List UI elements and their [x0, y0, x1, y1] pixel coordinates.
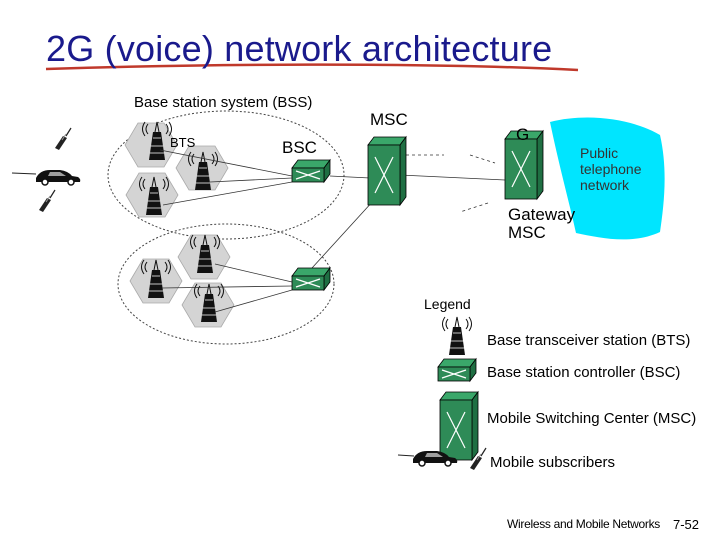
- mobile-phone-icon: [38, 189, 56, 213]
- bss-boundary-lower: [117, 223, 335, 345]
- cell-cluster-lower: [129, 234, 235, 328]
- footer-text: Wireless and Mobile Networks: [507, 517, 660, 531]
- page-number: 7-52: [673, 517, 700, 532]
- msc-label: MSC: [370, 110, 408, 129]
- bss-boundary-upper: [107, 110, 345, 240]
- bts-label: BTS: [170, 135, 196, 150]
- legend-item-bts: Base transceiver station (BTS): [487, 332, 691, 349]
- bts-tower-icon: [442, 316, 472, 356]
- msc-box: [367, 136, 407, 206]
- mobile-phone-icon: [54, 127, 72, 151]
- gateway-g-label: G: [516, 125, 530, 144]
- legend-title: Legend: [424, 296, 471, 312]
- public-network-label: Public telephone network: [580, 145, 642, 193]
- bsc-box-upper: [291, 159, 331, 183]
- car-phone-icon: [35, 169, 81, 186]
- legend-item-mobile: Mobile subscribers: [490, 454, 616, 471]
- page-title: 2G (voice) network architecture: [46, 28, 553, 69]
- bsc-label: BSC: [282, 138, 317, 157]
- msc-box-icon: [439, 391, 479, 461]
- gateway-label-line1: Gateway: [508, 205, 576, 224]
- legend-item-msc: Mobile Switching Center (MSC): [487, 410, 697, 427]
- bss-label: Base station system (BSS): [134, 94, 313, 111]
- bsc-box-icon: [437, 358, 477, 382]
- gateway-msc-label: Gateway MSC: [508, 206, 575, 242]
- bsc-box-lower: [291, 267, 331, 291]
- car-legend-motion-line: [397, 454, 415, 457]
- public-network-line2: telephone: [580, 161, 642, 177]
- legend-item-bsc: Base station controller (BSC): [487, 364, 681, 381]
- title-underline: [45, 63, 579, 72]
- gateway-label-line2: MSC: [508, 223, 546, 242]
- public-network-cloud: [550, 117, 665, 240]
- connection-lines: [159, 149, 506, 313]
- public-network-line3: network: [580, 177, 630, 193]
- car-motion-line: [11, 172, 37, 175]
- public-network-line1: Public: [580, 145, 619, 161]
